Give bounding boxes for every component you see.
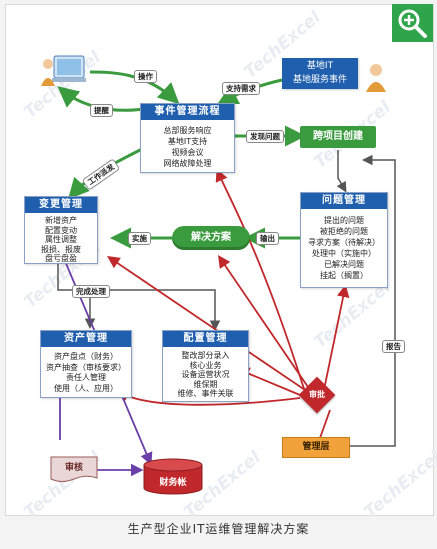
manager-box[interactable]: 管理层: [282, 437, 350, 458]
base-it-title: 基地IT: [306, 61, 334, 71]
operate-arrow: [89, 70, 180, 105]
problem-item: 挂起（搁置）: [320, 271, 368, 280]
cross-to-problem-arrow: [336, 150, 347, 193]
finance-label[interactable]: 财务帐: [159, 478, 187, 488]
problem-item: 已解决问题: [324, 260, 364, 269]
zoom-button[interactable]: [392, 4, 433, 42]
finance-database-shape: [143, 458, 203, 495]
cross-project-button[interactable]: 跨项目创建: [300, 126, 376, 148]
base-it-box[interactable]: 基地IT 基地服务事件: [282, 58, 358, 89]
change-item: 盘亏盘盈: [45, 254, 77, 263]
remind-label: 提醒: [90, 104, 113, 117]
base-it-subtitle: 基地服务事件: [292, 75, 347, 85]
problem-item: 处理中（实施中）: [312, 249, 376, 258]
problem-management-box[interactable]: 问题管理 提出的问题 被拒绝的问题 寻求方案（待解决） 处理中（实施中） 已解决…: [300, 192, 388, 288]
zoom-in-icon: [398, 9, 427, 38]
asset-item: 资产抽查（审核要求）: [46, 362, 126, 372]
change-item: 属性调整: [45, 235, 77, 244]
problem-management-title: 问题管理: [301, 193, 387, 209]
asset-management-list: 资产盘点（财务） 资产抽查（审核要求） 责任人管理 使用（人、应用）: [41, 347, 131, 398]
implement-label: 实施: [128, 232, 151, 245]
problem-management-list: 提出的问题 被拒绝的问题 寻求方案（待解决） 处理中（实施中） 已解决问题 挂起…: [301, 209, 387, 285]
asset-management-title: 资产管理: [41, 331, 131, 347]
incident-management-box[interactable]: 事件管理流程 总部服务响应 基地IT支持 视频会议 网络故障处理: [140, 103, 235, 173]
complete-arrow-config: [57, 260, 221, 331]
config-management-box[interactable]: 配置管理 整改部分录入 核心业务 设备运营状况 维保期 维修、事件关联: [162, 330, 249, 402]
incident-management-title: 事件管理流程: [141, 104, 234, 120]
config-management-title: 配置管理: [163, 331, 248, 347]
approval-to-change: [107, 255, 306, 391]
incident-item: 基地IT支持: [167, 137, 208, 146]
approval-label: 审批: [309, 390, 325, 399]
asset-item: 责任人管理: [66, 373, 106, 382]
change-item: 新增资产: [45, 216, 77, 225]
approval-to-problem: [324, 284, 350, 386]
user-workstation-icon: [41, 55, 86, 86]
diagram-caption: 生产型企业IT运维管理解决方案: [127, 522, 310, 536]
config-item: 维修、事件关联: [177, 389, 234, 398]
problem-item: 寻求方案（待解决）: [308, 238, 380, 247]
problem-item: 提出的问题: [324, 216, 364, 225]
change-item: 配置变动: [45, 225, 77, 235]
asset-item: 使用（人、应用）: [54, 383, 118, 393]
config-item: 维保期: [193, 379, 218, 389]
support-label: 支持需求: [222, 82, 260, 95]
output-label: 输出: [256, 232, 279, 245]
change-management-list: 新增资产 配置变动 属性调整 报损、报废 盘亏盘盈: [25, 213, 97, 268]
audit-document-shape: [50, 456, 98, 482]
approval-to-solution: [217, 255, 309, 388]
asset-management-box[interactable]: 资产管理 资产盘点（财务） 资产抽查（审核要求） 责任人管理 使用（人、应用）: [40, 330, 132, 398]
operate-label: 操作: [134, 70, 157, 83]
solution-button[interactable]: 解决方案: [172, 226, 250, 250]
incident-item: 总部服务响应: [163, 126, 212, 135]
change-management-box[interactable]: 变更管理 新增资产 配置变动 属性调整 报损、报废 盘亏盘盈: [24, 196, 98, 264]
report-label: 报告: [382, 340, 405, 353]
manager-to-approval: [319, 409, 331, 439]
report-arrow: [350, 154, 396, 447]
incident-management-list: 总部服务响应 基地IT支持 视频会议 网络故障处理: [141, 120, 234, 173]
config-management-list: 整改部分录入 核心业务 设备运营状况 维保期 维修、事件关联: [163, 347, 248, 403]
incident-item: 网络故障处理: [163, 159, 212, 168]
asset-item: 资产盘点（财务）: [54, 352, 118, 361]
change-management-title: 变更管理: [25, 197, 97, 213]
config-item: 核心业务: [189, 360, 222, 370]
approval-to-config: [236, 367, 301, 396]
audit-label[interactable]: 审核: [64, 463, 83, 473]
problem-item: 被拒绝的问题: [320, 227, 368, 236]
incident-item: 视频会议: [171, 148, 204, 157]
person-icon: [366, 64, 386, 92]
discover-label: 发现问题: [246, 130, 284, 143]
config-item: 整改部分录入: [181, 351, 230, 360]
config-item: 设备运营状况: [181, 370, 230, 379]
complete-label: 完成处理: [72, 285, 110, 298]
change-item: 报损、报废: [41, 244, 81, 254]
